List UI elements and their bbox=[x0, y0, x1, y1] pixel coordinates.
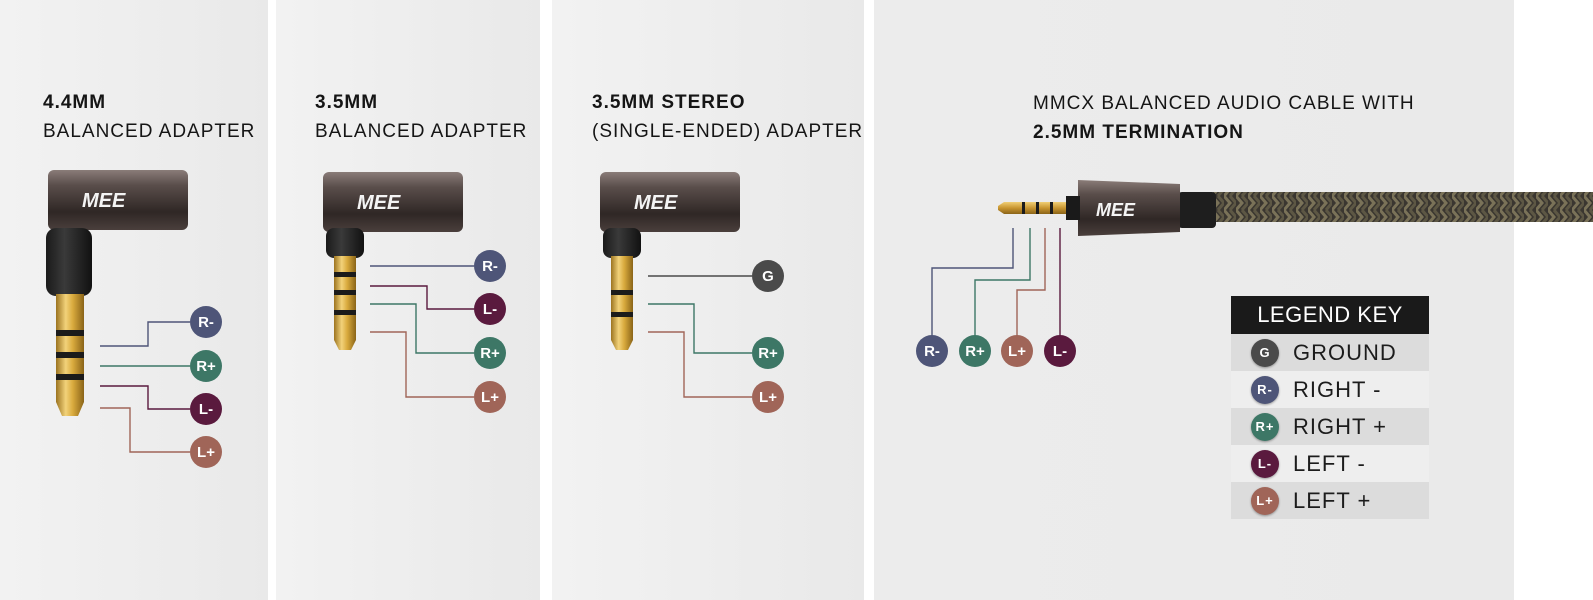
svg-text:L+: L+ bbox=[197, 444, 215, 461]
legend-badge: R+ bbox=[1251, 412, 1279, 441]
legend-badge: R- bbox=[1251, 375, 1279, 404]
title-bold: 2.5MM TERMINATION bbox=[1033, 122, 1244, 143]
legend-row-left-plus: L+ LEFT + bbox=[1231, 482, 1429, 519]
legend-row-left-minus: L- LEFT - bbox=[1231, 445, 1429, 482]
legend-badge: L- bbox=[1251, 449, 1279, 478]
panel-title-4.4mm: 4.4MM BALANCED ADAPTER bbox=[43, 88, 255, 146]
badge-l-plus: L+ bbox=[1001, 335, 1033, 367]
badge-l-minus: L- bbox=[190, 393, 222, 425]
legend-row-ground: G GROUND bbox=[1231, 334, 1429, 371]
panel-3.5mm-stereo bbox=[552, 0, 864, 600]
legend-row-right-plus: R+ RIGHT + bbox=[1231, 408, 1429, 445]
wires-3.5mm-stereo bbox=[648, 275, 752, 398]
title-bold: 4.4MM bbox=[43, 92, 107, 113]
brand-logo: MEE bbox=[357, 192, 401, 214]
badge-ground: G bbox=[752, 260, 784, 292]
badge-r-minus: R- bbox=[474, 250, 506, 282]
legend-rows: G GROUND R- RIGHT - R+ RIGHT + L- LEFT -… bbox=[1231, 334, 1429, 519]
badge-r-plus: R+ bbox=[959, 335, 991, 367]
svg-text:R+: R+ bbox=[965, 343, 985, 360]
badge-r-plus: R+ bbox=[190, 350, 222, 382]
plug-4.4mm: MEE bbox=[46, 170, 188, 416]
panel-title-mmcx: MMCX BALANCED AUDIO CABLE WITH 2.5MM TER… bbox=[1033, 89, 1415, 147]
brand-logo: MEE bbox=[1096, 200, 1136, 220]
title-bold: 3.5MM STEREO bbox=[592, 92, 746, 113]
badge-l-plus: L+ bbox=[190, 436, 222, 468]
svg-text:G: G bbox=[762, 268, 774, 285]
svg-text:L-: L- bbox=[1053, 343, 1067, 360]
legend-key: LEGEND KEY G GROUND R- RIGHT - R+ RIGHT … bbox=[1231, 296, 1429, 519]
plug-2.5mm: MEE bbox=[998, 180, 1593, 236]
svg-text:R+: R+ bbox=[758, 345, 778, 362]
badge-r-minus: R- bbox=[916, 335, 948, 367]
panel-title-3.5mm-stereo: 3.5MM STEREO (SINGLE-ENDED) ADAPTER bbox=[592, 88, 863, 146]
legend-badge: G bbox=[1251, 338, 1279, 367]
svg-text:L-: L- bbox=[483, 301, 497, 318]
badges: R- R+ L- L+ R- L- R+ L+ G R+ L+ R- R+ L+… bbox=[190, 250, 1076, 468]
legend-label: RIGHT - bbox=[1293, 376, 1382, 402]
plug-3.5mm-balanced: MEE bbox=[323, 172, 463, 350]
panel-4.4mm bbox=[0, 0, 268, 600]
svg-text:R+: R+ bbox=[480, 345, 500, 362]
legend-badge: L+ bbox=[1251, 486, 1279, 515]
svg-text:R-: R- bbox=[198, 314, 214, 331]
svg-text:L+: L+ bbox=[481, 389, 499, 406]
badge-l-minus: L- bbox=[1044, 335, 1076, 367]
legend-label: LEFT + bbox=[1293, 487, 1372, 513]
brand-logo: MEE bbox=[634, 192, 678, 214]
svg-text:R-: R- bbox=[482, 258, 498, 275]
title-normal: (SINGLE-ENDED) ADAPTER bbox=[592, 121, 864, 142]
legend-label: GROUND bbox=[1293, 339, 1397, 365]
badge-r-plus: R+ bbox=[474, 337, 506, 369]
wires-3.5mm-balanced bbox=[370, 265, 474, 398]
badge-l-minus: L- bbox=[474, 293, 506, 325]
legend-row-right-minus: R- RIGHT - bbox=[1231, 371, 1429, 408]
legend-title: LEGEND KEY bbox=[1231, 296, 1429, 334]
title-normal: BALANCED ADAPTER bbox=[43, 121, 256, 142]
wires-2.5mm bbox=[931, 228, 1061, 336]
legend-label: LEFT - bbox=[1293, 450, 1366, 476]
svg-text:L+: L+ bbox=[759, 389, 777, 406]
badge-r-plus: R+ bbox=[752, 337, 784, 369]
svg-text:L-: L- bbox=[199, 401, 213, 418]
wires-4.4mm bbox=[100, 321, 190, 453]
title-normal: MMCX BALANCED AUDIO CABLE WITH bbox=[1033, 93, 1415, 114]
badge-l-plus: L+ bbox=[474, 381, 506, 413]
svg-text:L+: L+ bbox=[1008, 343, 1026, 360]
svg-text:R-: R- bbox=[924, 343, 940, 360]
badge-l-plus: L+ bbox=[752, 381, 784, 413]
title-normal: BALANCED ADAPTER bbox=[315, 121, 528, 142]
plug-3.5mm-stereo: MEE bbox=[600, 172, 740, 350]
svg-text:R+: R+ bbox=[196, 358, 216, 375]
legend-label: RIGHT + bbox=[1293, 413, 1388, 439]
brand-logo: MEE bbox=[82, 190, 126, 212]
badge-r-minus: R- bbox=[190, 306, 222, 338]
panel-title-3.5mm-balanced: 3.5MM BALANCED ADAPTER bbox=[315, 88, 527, 146]
title-bold: 3.5MM bbox=[315, 92, 379, 113]
